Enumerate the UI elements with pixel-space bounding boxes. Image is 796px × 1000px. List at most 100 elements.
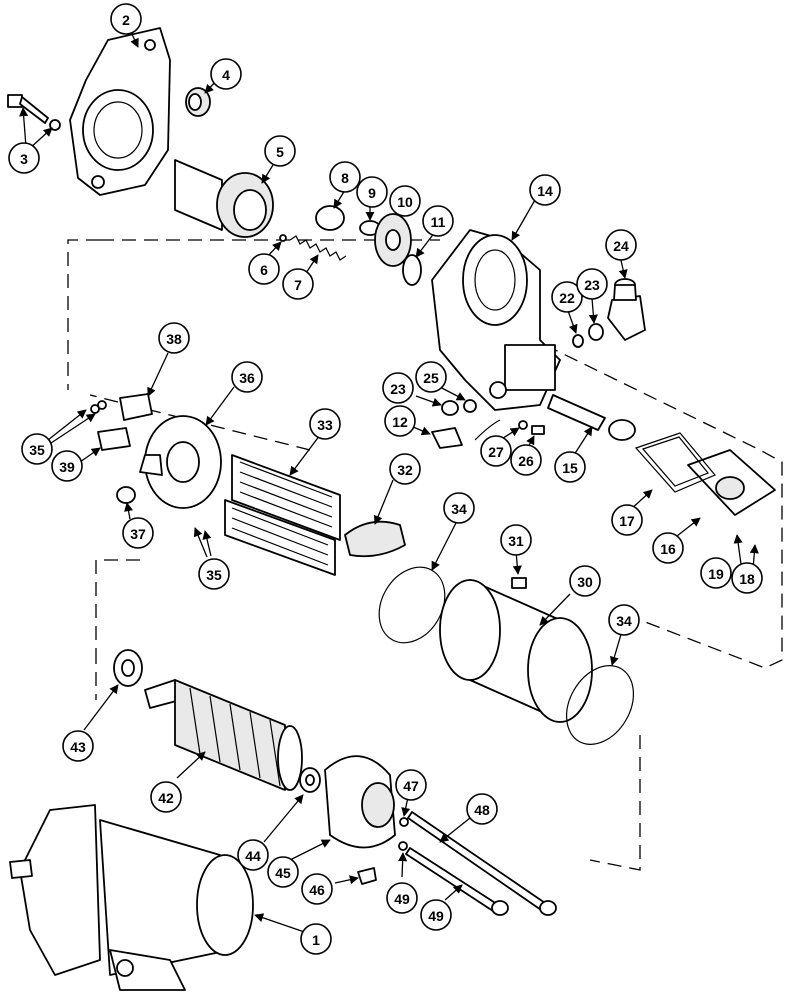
o-ring-right (565, 665, 635, 745)
end-cover (324, 755, 396, 849)
callout-number: 32 (397, 462, 413, 478)
callout-31: 31 (500, 524, 532, 556)
callout-circle (466, 793, 498, 825)
callout-number: 7 (294, 277, 302, 293)
callout-circle (210, 58, 242, 90)
terminal-parts (572, 278, 646, 348)
callout-circle (529, 174, 561, 206)
drive-housing (69, 27, 171, 196)
callout-18: 18 (731, 562, 763, 594)
plunger (547, 394, 636, 441)
callout-circle (731, 562, 763, 594)
callout-5: 5 (264, 135, 296, 167)
callout-circle (420, 899, 452, 931)
clutch-parts (315, 205, 422, 286)
callout-45: 45 (267, 856, 299, 888)
callout-number: 9 (368, 185, 376, 201)
callout-12: 12 (384, 405, 416, 437)
pole-shoe (344, 520, 406, 558)
through-bolts (398, 811, 557, 916)
callout-number: 45 (275, 865, 291, 881)
callout-35: 35 (198, 558, 230, 590)
callout-number: 43 (70, 739, 86, 755)
callout-23: 23 (576, 268, 608, 300)
callout-number: 47 (403, 778, 419, 794)
callout-35: 35 (21, 433, 53, 465)
solenoid-housing (431, 229, 561, 411)
callout-number: 6 (260, 262, 268, 278)
callout-number: 1 (312, 932, 320, 948)
callout-25: 25 (415, 361, 447, 393)
callout-43: 43 (62, 730, 94, 762)
callout-circle (231, 361, 263, 393)
callout-33: 33 (309, 408, 341, 440)
armature (144, 679, 303, 791)
callout-circle (51, 450, 83, 482)
brush-plate (139, 415, 222, 509)
callout-number: 34 (451, 501, 467, 517)
callout-number: 49 (428, 908, 444, 924)
callout-circle (422, 205, 454, 237)
bearing-44 (299, 767, 321, 793)
callout-circle (551, 281, 583, 313)
bearing-43 (113, 649, 143, 687)
callout-circle (569, 565, 601, 597)
callout-circle (608, 604, 640, 636)
callout-circle (611, 504, 643, 536)
callout-38: 38 (158, 322, 190, 354)
callout-24: 24 (605, 229, 637, 261)
callout-number: 35 (29, 442, 45, 458)
assembly-outline-right (544, 344, 783, 669)
callout-37: 37 (122, 517, 154, 549)
callout-circle (122, 517, 154, 549)
callout-number: 3 (20, 151, 28, 167)
callout-number: 23 (390, 381, 406, 397)
callout-number: 17 (619, 513, 635, 529)
callout-circle (301, 873, 333, 905)
callout-circle (700, 557, 732, 589)
callout-23: 23 (382, 372, 414, 404)
callout-number: 8 (341, 170, 349, 186)
callout-number: 35 (206, 567, 222, 583)
callout-19: 19 (700, 557, 732, 589)
callout-number: 22 (559, 290, 575, 306)
callout-circle (282, 268, 314, 300)
callout-circle (384, 405, 416, 437)
screw-46 (357, 867, 377, 885)
callout-32: 32 (389, 453, 421, 485)
callout-6: 6 (248, 253, 280, 285)
callout-42: 42 (150, 781, 182, 813)
callout-number: 27 (488, 444, 504, 460)
callout-number: 25 (423, 370, 439, 386)
callout-number: 14 (537, 183, 553, 199)
callout-circle (500, 524, 532, 556)
callout-39: 39 (51, 450, 83, 482)
callout-8: 8 (329, 161, 361, 193)
callout-circle (480, 435, 512, 467)
callout-number: 44 (245, 848, 261, 864)
starter-assembly (9, 804, 254, 991)
callout-22: 22 (551, 281, 583, 313)
callout-circle (443, 492, 475, 524)
callout-17: 17 (611, 504, 643, 536)
field-coils (224, 454, 341, 576)
callout-circle (8, 142, 40, 174)
callout-number: 33 (317, 417, 333, 433)
callout-number: 15 (562, 460, 578, 476)
callout-number: 31 (508, 533, 524, 549)
brush-parts (90, 393, 153, 504)
callout-circle (198, 558, 230, 590)
callout-circle (386, 882, 418, 914)
callout-3: 3 (8, 142, 40, 174)
callout-number: 30 (577, 574, 593, 590)
callout-number: 10 (397, 194, 413, 210)
callout-14: 14 (529, 174, 561, 206)
small-hardware (431, 399, 545, 449)
callout-number: 2 (122, 12, 130, 28)
solenoid-cover (634, 432, 776, 516)
callout-circle (510, 444, 542, 476)
callout-48: 48 (466, 793, 498, 825)
callout-circle (248, 253, 280, 285)
callout-number: 34 (616, 613, 632, 629)
